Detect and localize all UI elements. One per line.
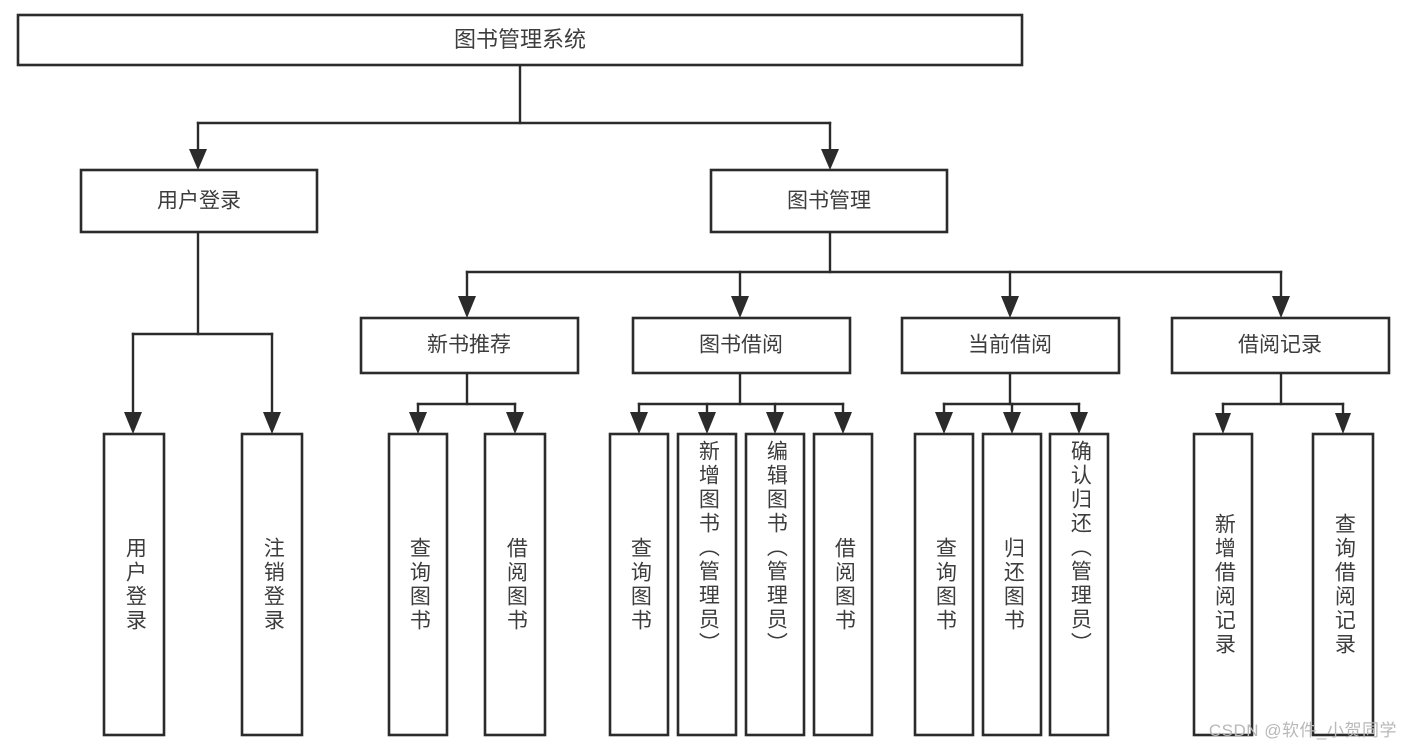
node-leaf-user-logout[interactable]	[240, 432, 304, 737]
arrow-head-book-manage	[821, 149, 839, 170]
node-root[interactable]	[16, 13, 1024, 67]
node-leaf-add-record[interactable]	[1192, 432, 1254, 737]
arrow-head-leaf-borrow-book-1	[506, 412, 524, 434]
node-user-login-label: 用户登录	[157, 190, 241, 213]
node-root-label: 图书管理系统	[454, 27, 586, 52]
connector-group	[124, 63, 1351, 434]
node-leaf-confirm-return[interactable]	[1048, 432, 1110, 737]
node-leaf-query-record[interactable]	[1311, 432, 1375, 737]
node-leaf-borrow-book-1[interactable]	[483, 432, 547, 737]
arrow-head-leaf-user-login	[124, 412, 142, 434]
node-borrow-record[interactable]	[1170, 316, 1391, 375]
arrow-head-user-login	[189, 149, 207, 170]
node-leaf-add-book[interactable]	[676, 432, 738, 737]
node-user-login[interactable]	[79, 168, 319, 234]
node-leaf-query-book-1[interactable]	[387, 432, 449, 737]
arrow-head-leaf-user-logout	[263, 412, 281, 434]
arrow-head-leaf-query-book-1	[409, 412, 427, 434]
node-box-group: 图书管理系统 用户登录 图书管理 新书推荐 图书借阅 当前借阅 借阅记录	[16, 13, 1391, 737]
csdn-watermark: CSDN @软件_小贺同学	[1208, 721, 1397, 740]
arrow-head-leaf-add-record	[1215, 413, 1231, 434]
arrow-head-leaf-query-record	[1335, 413, 1351, 434]
node-leaf-query-book-3[interactable]	[913, 432, 975, 737]
node-book-borrow-label: 图书借阅	[699, 334, 783, 357]
arrow-head-leaf-query-book-3	[935, 412, 953, 434]
arrow-head-leaf-query-book-2	[630, 412, 648, 434]
arrow-head-new-book-recommend	[458, 296, 476, 318]
arrow-head-leaf-add-book	[698, 412, 716, 434]
arrow-head-leaf-confirm-return	[1070, 412, 1088, 434]
arrow-head-current-borrow	[1001, 296, 1019, 318]
node-new-book-recommend-label: 新书推荐	[427, 334, 511, 357]
node-current-borrow[interactable]	[900, 316, 1121, 375]
node-current-borrow-label: 当前借阅	[968, 334, 1052, 357]
node-book-manage-label: 图书管理	[787, 190, 871, 213]
node-leaf-edit-book[interactable]	[744, 432, 806, 737]
node-borrow-record-label: 借阅记录	[1238, 334, 1322, 357]
node-book-manage[interactable]	[709, 168, 949, 234]
node-leaf-borrow-book-2[interactable]	[812, 432, 874, 737]
arrow-head-borrow-record	[1272, 296, 1290, 318]
arrow-head-leaf-edit-book	[766, 412, 784, 434]
arrow-head-book-borrow	[731, 296, 749, 318]
node-leaf-return-book[interactable]	[981, 432, 1043, 737]
node-book-borrow[interactable]	[631, 316, 852, 375]
node-new-book-recommend[interactable]	[359, 316, 580, 375]
node-leaf-query-book-2[interactable]	[608, 432, 670, 737]
arrow-head-leaf-borrow-book-2	[834, 412, 852, 434]
node-leaf-user-login[interactable]	[102, 432, 166, 737]
arrow-head-leaf-return-book	[1003, 412, 1021, 434]
